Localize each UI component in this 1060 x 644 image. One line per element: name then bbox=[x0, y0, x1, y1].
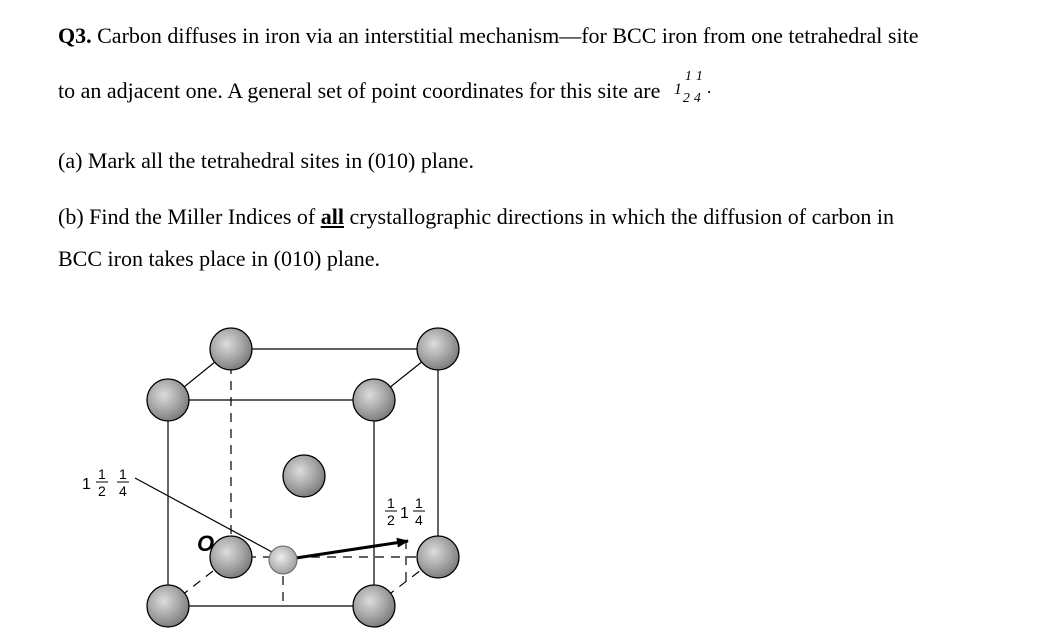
left-label-whole: 1 bbox=[82, 476, 91, 493]
iron-atoms bbox=[146, 327, 460, 628]
part-b-line-2: BCC iron takes place in (010) plane. bbox=[58, 246, 380, 271]
left-label-num-1: 1 bbox=[98, 466, 106, 482]
part-b-pre: (b) Find the Miller Indices of bbox=[58, 204, 321, 229]
diffusion-arrow bbox=[295, 537, 409, 560]
coord-num-2: 1 bbox=[695, 69, 703, 84]
coord-den-2: 4 bbox=[693, 91, 701, 106]
leader-line bbox=[134, 477, 273, 553]
atom-origin bbox=[209, 535, 253, 579]
atom-front-top-left bbox=[146, 378, 190, 422]
coord-period: . bbox=[706, 77, 712, 97]
origin-label: O bbox=[197, 531, 214, 556]
left-label-den-1: 2 bbox=[98, 483, 106, 499]
right-label-num-2: 1 bbox=[415, 495, 423, 511]
left-label-num-2: 1 bbox=[119, 466, 127, 482]
atom-back-top-right bbox=[416, 327, 460, 371]
question-text-1: Carbon diffuses in iron via an interstit… bbox=[97, 23, 919, 48]
carbon-atom bbox=[268, 545, 298, 575]
coordinate-label-left: 1 1 2 1 4 bbox=[82, 466, 129, 499]
atom-front-top-right bbox=[352, 378, 396, 422]
question-number: Q3. bbox=[58, 23, 92, 48]
atom-back-top-left bbox=[209, 327, 253, 371]
part-b-line-1: (b) Find the Miller Indices of all cryst… bbox=[58, 206, 894, 228]
atom-body-center bbox=[282, 454, 326, 498]
left-label-den-2: 4 bbox=[119, 483, 127, 499]
right-label-den-1: 2 bbox=[387, 512, 395, 528]
coordinate-label-right: 1 2 1 1 4 bbox=[385, 495, 425, 528]
atom-front-bottom-left bbox=[146, 584, 190, 628]
right-label-den-2: 4 bbox=[415, 512, 423, 528]
coord-den-1: 2 bbox=[682, 91, 690, 106]
question-line-2: to an adjacent one. A general set of poi… bbox=[58, 70, 728, 106]
part-b-emphasis: all bbox=[320, 204, 344, 229]
atom-front-bottom-right bbox=[352, 584, 396, 628]
right-label-whole: 1 bbox=[400, 505, 409, 522]
part-b-post: crystallographic directions in which the… bbox=[343, 204, 895, 229]
coord-whole: 1 bbox=[673, 81, 682, 98]
part-a: (a) Mark all the tetrahedral sites in (0… bbox=[58, 148, 475, 173]
question-text-2: to an adjacent one. A general set of poi… bbox=[58, 78, 661, 103]
question-line-1: Q3. Carbon diffuses in iron via an inter… bbox=[58, 25, 918, 47]
site-coordinates: 1 1 1 2 4 . bbox=[666, 70, 728, 106]
right-label-num-1: 1 bbox=[387, 495, 395, 511]
atom-back-bottom-right bbox=[416, 535, 460, 579]
coord-num-1: 1 bbox=[684, 69, 692, 84]
